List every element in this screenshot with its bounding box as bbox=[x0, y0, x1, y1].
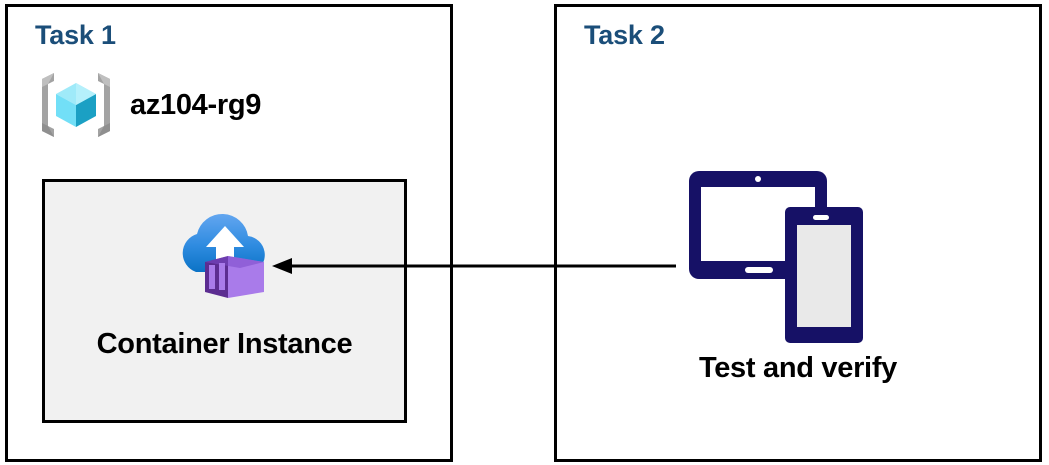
test-and-verify-label: Test and verify bbox=[698, 352, 898, 384]
resource-group-label: az104-rg9 bbox=[130, 88, 262, 121]
panel-task-2-title: Task 2 bbox=[584, 20, 665, 50]
container-instance-card: Container Instance bbox=[42, 179, 407, 423]
resource-group-icon bbox=[42, 73, 110, 137]
panel-task-1: Task 1 az104-rg9 bbox=[5, 4, 453, 462]
panel-task-2: Task 2 Test and verify bbox=[554, 4, 1042, 462]
container-instance-icon bbox=[182, 213, 265, 298]
tablet-and-phone-icon bbox=[689, 171, 863, 343]
container-instance-label: Container Instance bbox=[96, 328, 353, 360]
panel-task-1-title: Task 1 bbox=[35, 20, 116, 50]
resource-group-row: az104-rg9 bbox=[36, 62, 336, 148]
